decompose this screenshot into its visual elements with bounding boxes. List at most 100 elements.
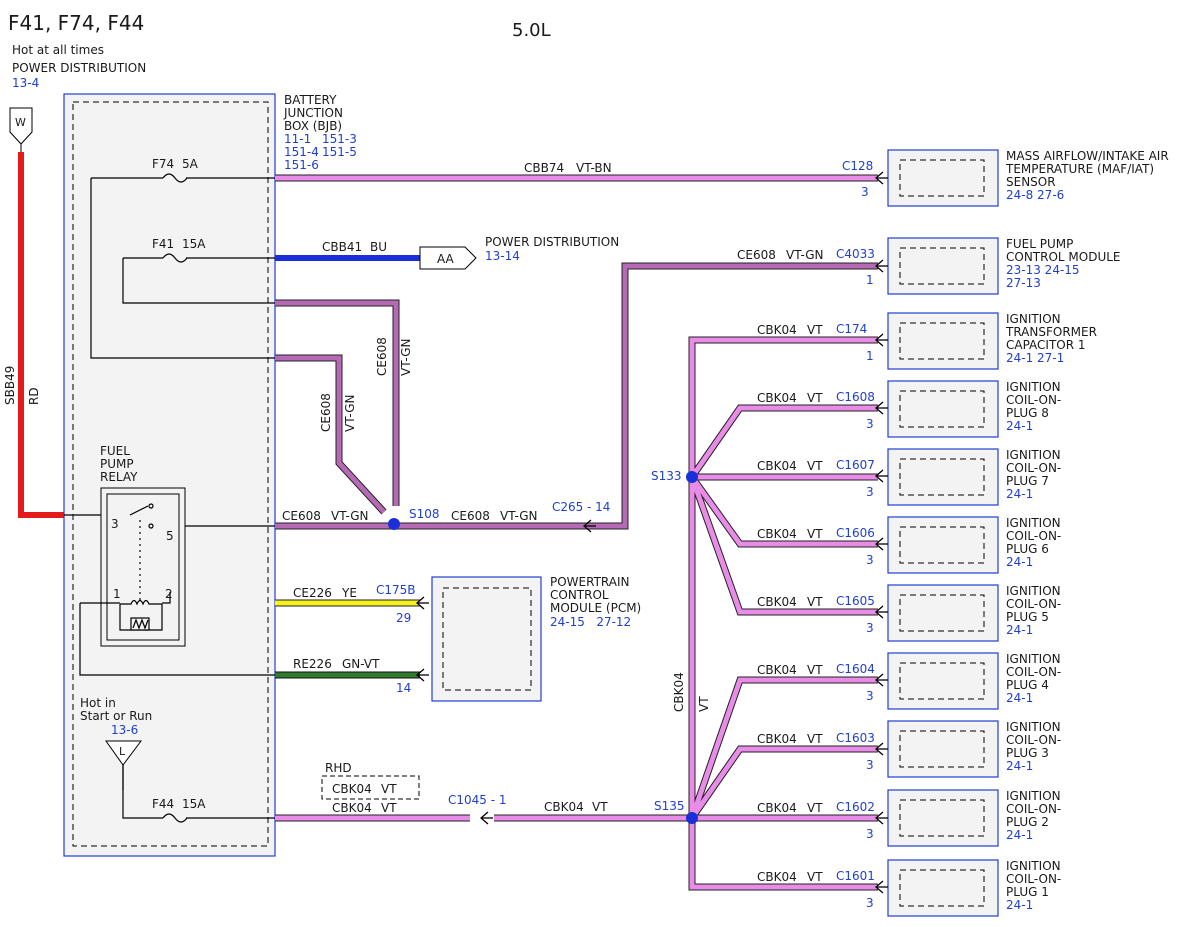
pcm-name-2: CONTROL	[550, 588, 609, 602]
coil-wire-circuit: CBK04	[757, 595, 797, 609]
coil-wire-circuit: CBK04	[757, 870, 797, 884]
wire-cbb74-circuit: CBB74	[524, 161, 564, 175]
connector-c175b: C175B	[376, 583, 416, 597]
connector-arrow-icon	[875, 673, 889, 687]
fuse-f41-id: F41	[152, 237, 174, 251]
splice-s108-icon	[388, 518, 400, 530]
coil-connector-label: C1601	[836, 869, 875, 883]
connector-arrow-icon	[875, 401, 889, 415]
terminal-aa-icon	[419, 246, 477, 270]
wire-sbb49-label: SBB49	[3, 366, 17, 405]
terminal-w-icon	[9, 107, 33, 145]
component-name-line: PLUG 5	[1006, 610, 1049, 624]
component-refs: 24-1 27-1	[1006, 351, 1064, 365]
wire-cbk04-s135-circuit: CBK04	[544, 800, 584, 814]
component-name-line: PLUG 2	[1006, 815, 1049, 829]
coil-connector-label: C1606	[836, 526, 875, 540]
power-distribution-dest: POWER DISTRIBUTION	[485, 235, 619, 249]
wire-ce608-v2-color: VT-GN	[399, 339, 413, 376]
component-name-line: COIL-ON-	[1006, 393, 1061, 407]
connector-arrow-icon	[875, 333, 889, 347]
wire-ce226-circuit: CE226	[293, 586, 332, 600]
coil-wire-color: VT	[807, 323, 823, 337]
component-refs: 24-1	[1006, 623, 1033, 637]
wire-ce608-network	[275, 262, 878, 530]
component-name-line: CONTROL MODULE	[1006, 250, 1121, 264]
wire-ce608-v1-circuit: CE608	[319, 393, 333, 432]
component-name-line: IGNITION	[1006, 652, 1061, 666]
coil-connector-pin: 3	[866, 485, 874, 499]
terminal-l-icon	[105, 740, 142, 766]
component-name-line: IGNITION	[1006, 516, 1061, 530]
component-name-line: COIL-ON-	[1006, 872, 1061, 886]
coil-wire-color: VT	[807, 801, 823, 815]
component-name-line: COIL-ON-	[1006, 802, 1061, 816]
component-name-line: COIL-ON-	[1006, 733, 1061, 747]
coil-connector-pin: 3	[866, 827, 874, 841]
coil-connector-label: C174	[836, 322, 867, 336]
coil-connector-label: C1605	[836, 594, 875, 608]
connector-c175b-pin: 29	[396, 611, 411, 625]
wire-ce226-color: YE	[341, 586, 357, 600]
coil-connector-pin: 1	[866, 349, 874, 363]
wire-re226-pin: 14	[396, 681, 411, 695]
wire-cbb41-circuit: CBB41	[322, 240, 362, 254]
coil-wire-circuit: CBK04	[757, 459, 797, 473]
wire-cbk04-main-color: VT	[381, 801, 397, 815]
component-refs: 24-1	[1006, 419, 1033, 433]
coil-connector-pin: 3	[866, 689, 874, 703]
component-name-line: PLUG 8	[1006, 406, 1049, 420]
wire-sbb49-color: RD	[27, 387, 41, 405]
relay-pin-3: 3	[111, 517, 119, 531]
connector-c128: C128	[842, 159, 873, 173]
hot-at-all-times-label: Hot at all times	[12, 43, 104, 57]
coil-wire-circuit: CBK04	[757, 391, 797, 405]
terminal-l-label: L	[119, 745, 126, 758]
power-distribution-label: POWER DISTRIBUTION	[12, 61, 146, 75]
wire-ce608-v2-circuit: CE608	[375, 337, 389, 376]
hot-in-label: Hot in	[80, 696, 116, 710]
coil-wire-circuit: CBK04	[757, 663, 797, 677]
relay-name-2: PUMP	[100, 457, 134, 471]
component-refs: 24-8 27-6	[1006, 188, 1064, 202]
wire-ce608-v1-color: VT-GN	[343, 395, 357, 432]
component-name-line: TEMPERATURE (MAF/IAT)	[1005, 162, 1154, 176]
coil-connector-pin: 3	[866, 896, 874, 910]
coil-connector-label: C1607	[836, 458, 875, 472]
component-name-line: PLUG 4	[1006, 678, 1049, 692]
connector-arrow-icon	[875, 171, 889, 185]
component-name-line: PLUG 6	[1006, 542, 1049, 556]
bjb-name-1: BATTERY	[284, 93, 337, 107]
coil-wire-circuit: CBK04	[757, 801, 797, 815]
wire-cbk04-s135-color: VT	[592, 800, 608, 814]
coil-wire-color: VT	[807, 870, 823, 884]
component-name-line: COIL-ON-	[1006, 665, 1061, 679]
wire-ce608-top-circuit: CE608	[737, 248, 776, 262]
component-name-line: FUEL PUMP	[1006, 237, 1073, 251]
start-run-ref: 13-6	[111, 723, 138, 737]
coil-wire-color: VT	[807, 459, 823, 473]
start-or-run-label: Start or Run	[80, 709, 152, 723]
power-distribution-dest-ref: 13-14	[485, 249, 520, 263]
component-name-line: IGNITION	[1006, 789, 1061, 803]
component-name-line: COIL-ON-	[1006, 461, 1061, 475]
component-refs: 24-1	[1006, 828, 1033, 842]
wire-re226-circuit: RE226	[293, 657, 332, 671]
component-name-line: COIL-ON-	[1006, 529, 1061, 543]
bjb-name-3: BOX (BJB)	[284, 119, 342, 133]
bjb-name-2: JUNCTION	[283, 106, 343, 120]
component-name-line: SENSOR	[1006, 175, 1056, 189]
component-name-line: IGNITION	[1006, 448, 1061, 462]
connector-c128-pin: 3	[861, 185, 869, 199]
connector-arrow-icon	[875, 880, 889, 894]
coil-wire-color: VT	[807, 595, 823, 609]
component-refs-2: 27-13	[1006, 276, 1041, 290]
